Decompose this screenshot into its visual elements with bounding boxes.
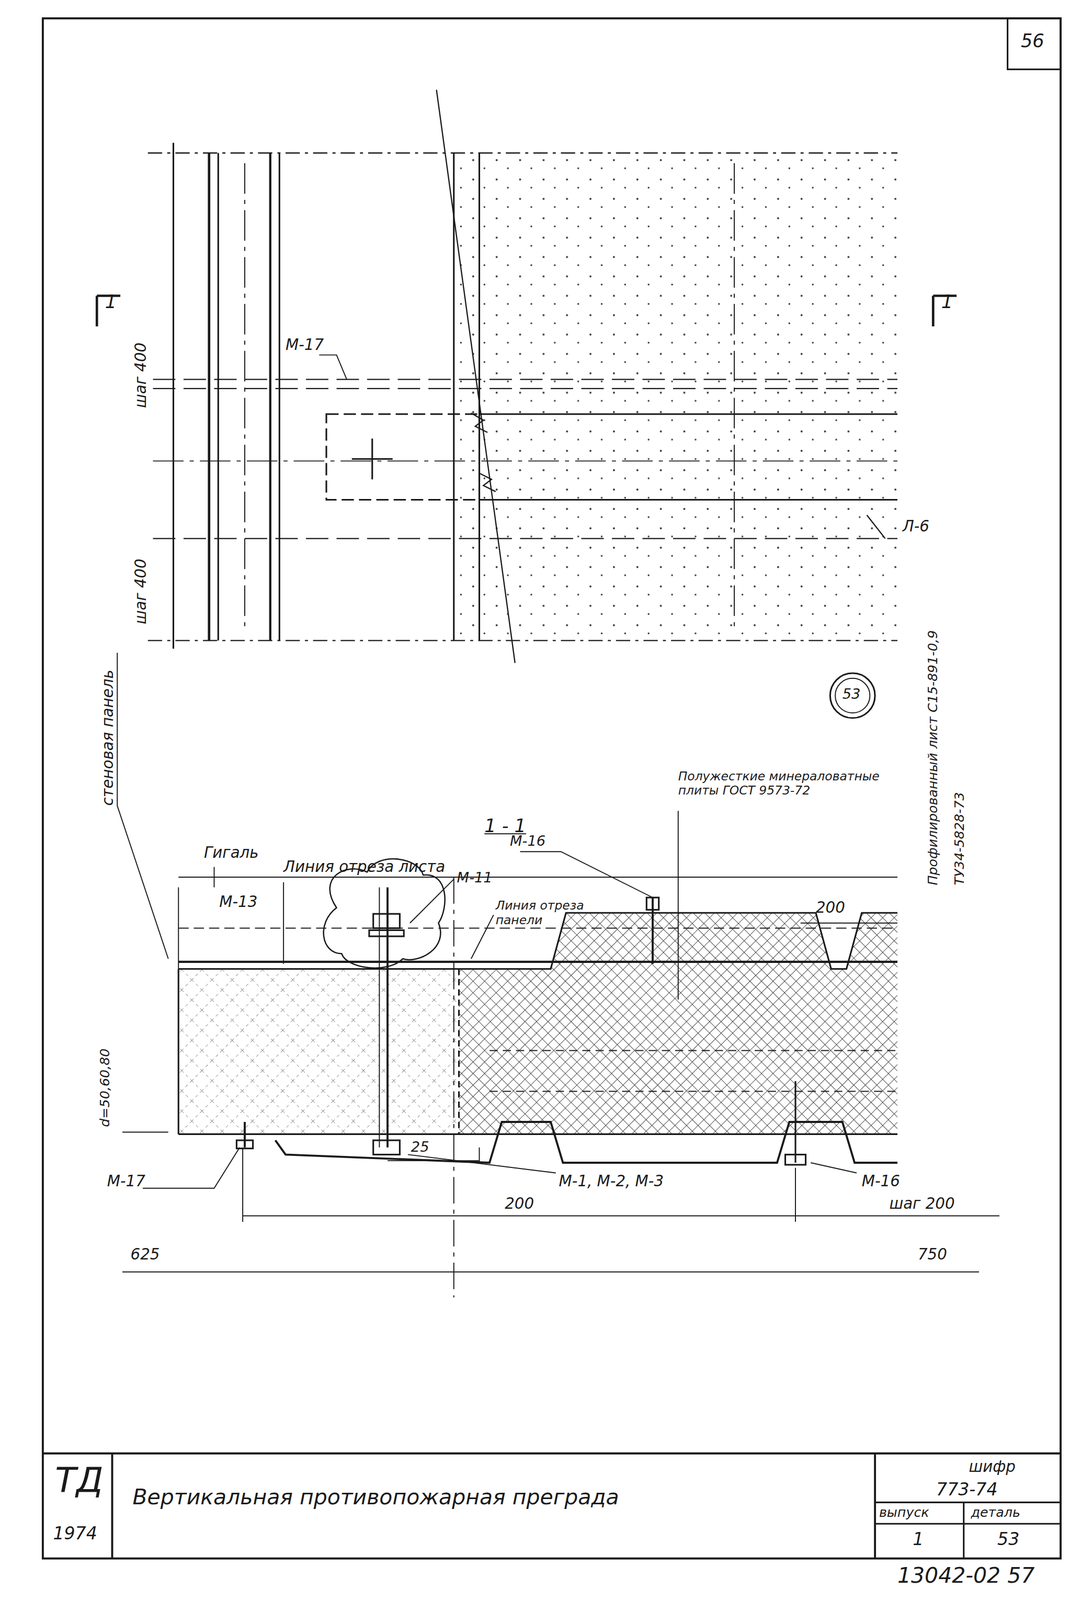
drawing-label: 1 xyxy=(941,291,953,313)
drawing-label: М-16 xyxy=(861,1173,901,1191)
drawing-label: ТУ34-5828-73 xyxy=(952,791,968,885)
drawing-label: Полужесткие минераловатные плиты ГОСТ 95… xyxy=(678,769,893,799)
drawing-label: 750 xyxy=(917,1246,948,1265)
drawing-label: М-1, М-2, М-3 xyxy=(559,1173,664,1191)
drawing-label: 200 xyxy=(504,1195,534,1213)
title-block-text: выпуск xyxy=(879,1505,930,1521)
drawing-label: шаг 400 xyxy=(132,558,151,624)
title-block-text: Вертикальная противопожарная преграда xyxy=(132,1484,620,1510)
drawing-label: 25 xyxy=(411,1138,430,1155)
drawing-label: Л-6 xyxy=(902,518,930,537)
drawing-label: М-17 xyxy=(285,336,324,355)
title-block-text: ТД xyxy=(54,1460,104,1500)
drawing-label: шаг 200 xyxy=(889,1195,955,1213)
drawing-label: Профилированный лист С15-891-0,9 xyxy=(926,630,942,886)
drawing-label: М-16 xyxy=(509,832,546,849)
drawing-label: Гигаль xyxy=(203,844,259,863)
drawing-label: 56 xyxy=(1020,30,1045,52)
title-block-text: 1974 xyxy=(52,1523,97,1544)
drawing-label: 625 xyxy=(130,1246,161,1265)
drawing-label: Линия отреза панели xyxy=(495,899,617,928)
drawing-label: d=50,60,80 xyxy=(97,1048,113,1128)
drawing-label: М-11 xyxy=(457,868,493,885)
drawing-label: Линия отреза листа xyxy=(283,858,446,877)
title-block-text: 53 xyxy=(997,1529,1020,1550)
callout-number: 53 xyxy=(842,685,861,702)
drawing-label: шаг 400 xyxy=(132,342,151,408)
title-block-text: деталь xyxy=(970,1505,1021,1521)
drawing-label: стеновая панель xyxy=(99,669,118,806)
drawing-label: М-13 xyxy=(219,893,258,912)
drawing-label: М-17 xyxy=(107,1173,146,1191)
title-block-text: 773-74 xyxy=(936,1479,998,1500)
title-block-text: 1 xyxy=(912,1529,924,1550)
drawing-label: 200 xyxy=(815,899,846,918)
drawing-label: 1 xyxy=(105,291,117,313)
title-block-text: 13042-02 57 xyxy=(897,1563,1035,1588)
title-block-text: шифр xyxy=(969,1458,1016,1477)
